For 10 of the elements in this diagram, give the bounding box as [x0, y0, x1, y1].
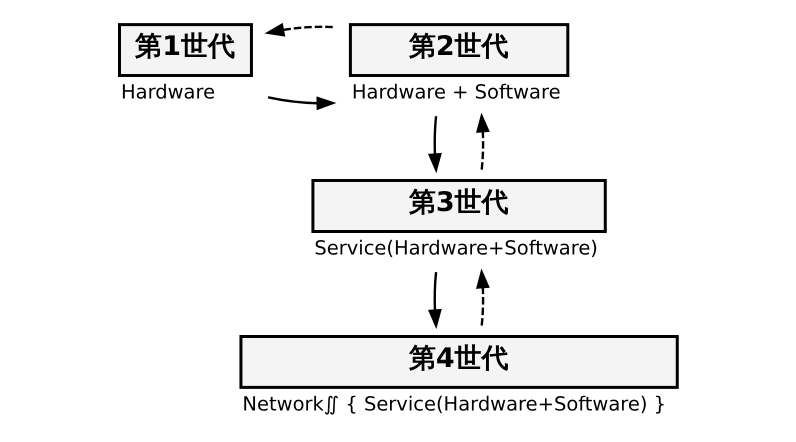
- arrow: [476, 112, 490, 170]
- node-label: Hardware + Software: [352, 80, 561, 104]
- node-label: Network∬ { Service(Hardware+Software) }: [242, 392, 666, 416]
- arrow: [268, 96, 336, 110]
- node-label: Hardware: [120, 80, 216, 104]
- node-label: Service(Hardware+Software): [314, 236, 598, 260]
- arrow: [264, 22, 333, 37]
- arrow: [428, 272, 442, 330]
- arrow: [476, 268, 490, 326]
- arrow: [428, 116, 442, 174]
